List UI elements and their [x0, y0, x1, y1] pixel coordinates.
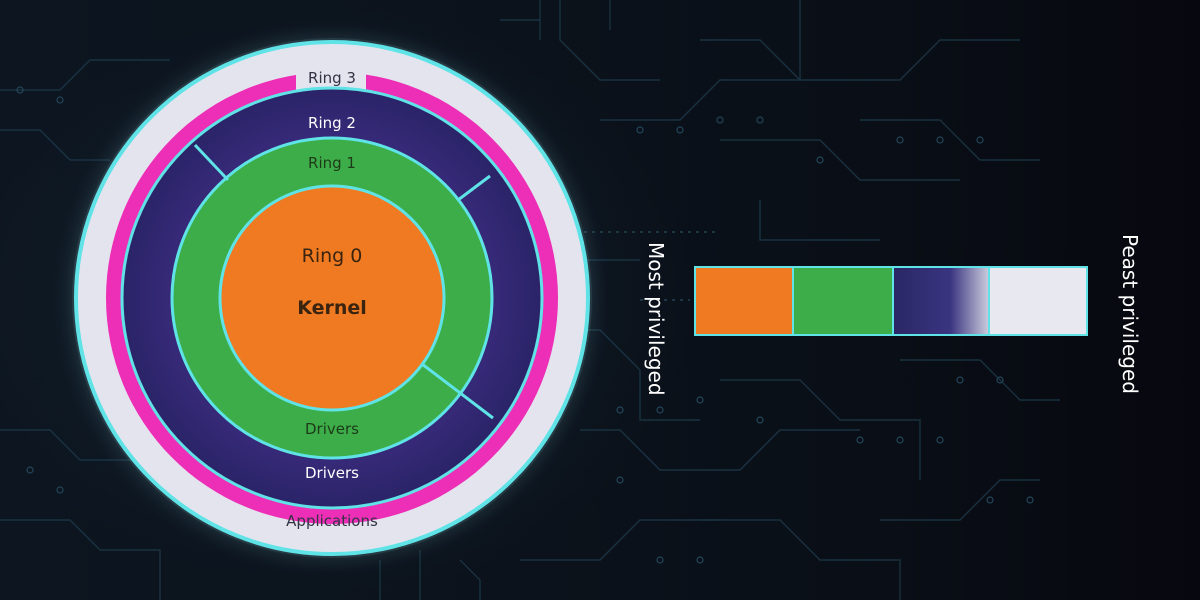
- ring-0-caption: Kernel: [297, 297, 367, 319]
- least-privileged-label: Peast privileged: [1118, 234, 1142, 394]
- ring-2-divider-right: [457, 174, 491, 202]
- ring-2-title: Ring 2: [308, 114, 356, 132]
- legend-swatch-ring-2: [892, 268, 988, 334]
- ring-3-title: Ring 3: [308, 69, 356, 87]
- ring-1-title: Ring 1: [308, 154, 356, 172]
- ring-0: [218, 184, 446, 412]
- legend-swatch-ring-3: [988, 268, 1086, 334]
- ring-3-caption: Applications: [286, 512, 378, 530]
- ring-1-caption: Drivers: [305, 420, 359, 438]
- legend-swatch-ring-1: [792, 268, 892, 334]
- most-privileged-label: Most privileged: [644, 242, 668, 396]
- privilege-legend-bar: [694, 266, 1088, 336]
- legend-swatch-ring-0: [696, 268, 792, 334]
- ring-0-title: Ring 0: [302, 245, 363, 267]
- ring-1-divider-lower: [421, 362, 494, 420]
- ring-2-divider-left: [193, 143, 230, 182]
- ring-2-caption: Drivers: [305, 464, 359, 482]
